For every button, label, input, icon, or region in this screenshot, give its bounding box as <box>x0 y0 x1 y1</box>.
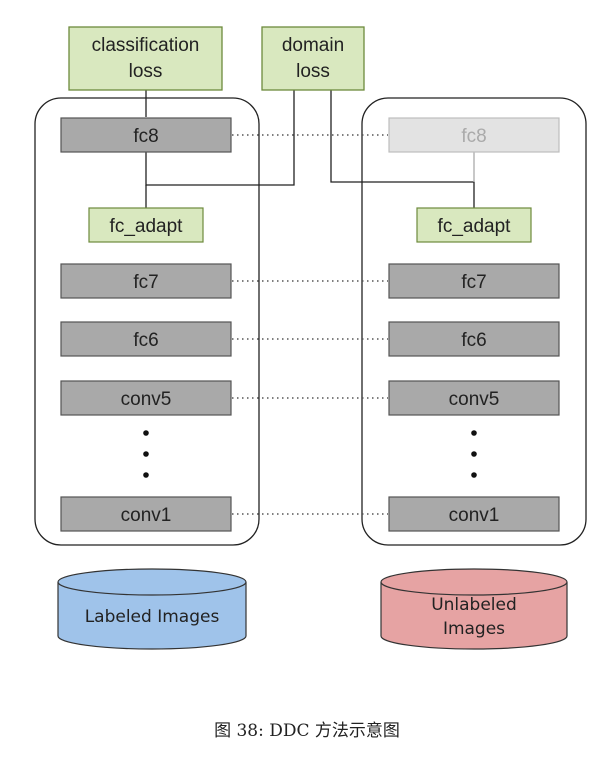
classification-loss-label-line1: classification <box>92 35 200 56</box>
target-fc6-label: fc6 <box>461 330 486 351</box>
source-conv5-layer: conv5 <box>60 380 232 416</box>
target-conv5-label: conv5 <box>449 389 500 410</box>
source-fc-adapt-label: fc_adapt <box>110 216 184 237</box>
target-ellipsis <box>471 430 477 478</box>
source-fc8-layer: fc8 <box>60 117 232 153</box>
target-fc7-label: fc7 <box>461 272 486 293</box>
domain-loss-box: domain loss <box>261 26 365 91</box>
labeled-images-label: Labeled Images <box>85 607 220 627</box>
source-conv1-label: conv1 <box>121 505 172 526</box>
target-fc8-layer: fc8 <box>388 117 560 153</box>
unlabeled-images-label-line1: Unlabeled <box>431 595 517 615</box>
source-fc-adapt-layer: fc_adapt <box>88 207 204 243</box>
target-fc8-label: fc8 <box>461 126 486 147</box>
source-domain-loss-connector <box>145 90 295 186</box>
target-fc6-layer: fc6 <box>388 321 560 357</box>
source-fc7-label: fc7 <box>133 272 158 293</box>
source-fc6-label: fc6 <box>133 330 158 351</box>
target-fc-adapt-layer: fc_adapt <box>416 207 532 243</box>
source-fc6-layer: fc6 <box>60 321 232 357</box>
target-conv1-layer: conv1 <box>388 496 560 532</box>
target-fc7-layer: fc7 <box>388 263 560 299</box>
source-conv1-layer: conv1 <box>60 496 232 532</box>
target-domain-loss-connector <box>330 90 475 208</box>
unlabeled-images-label-line2: Images <box>443 619 505 639</box>
domain-loss-label-line1: domain <box>282 35 344 56</box>
source-fc7-layer: fc7 <box>60 263 232 299</box>
classification-loss-label-line2: loss <box>129 61 163 82</box>
source-stream-container <box>34 97 260 546</box>
source-ellipsis <box>143 430 149 478</box>
unlabeled-images-database-icon: Unlabeled Images <box>380 568 568 650</box>
figure-caption: 图 38: DDC 方法示意图 <box>214 721 400 741</box>
target-conv1-label: conv1 <box>449 505 500 526</box>
source-conv5-label: conv5 <box>121 389 172 410</box>
source-fc8-label: fc8 <box>133 126 158 147</box>
target-stream-container <box>361 97 587 546</box>
domain-loss-label-line2: loss <box>296 61 330 82</box>
target-conv5-layer: conv5 <box>388 380 560 416</box>
labeled-images-database-icon: Labeled Images <box>57 568 247 650</box>
target-fc-adapt-label: fc_adapt <box>438 216 512 237</box>
classification-loss-box: classification loss <box>68 26 223 91</box>
